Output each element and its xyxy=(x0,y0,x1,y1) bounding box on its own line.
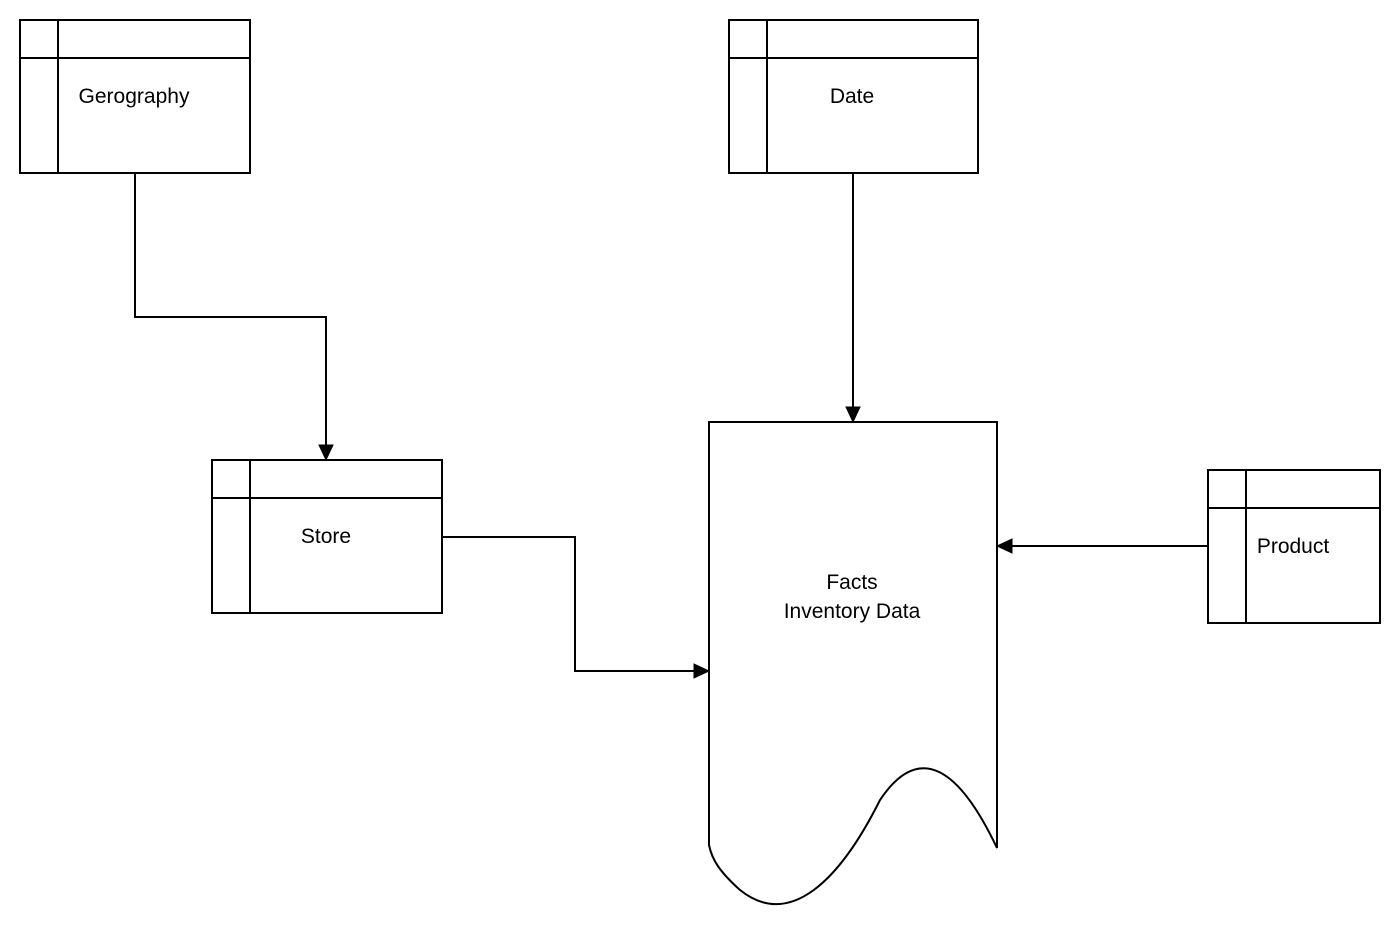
geography-table[interactable]: Gerography xyxy=(19,19,251,174)
store-table[interactable]: Store xyxy=(211,459,443,614)
arrowhead-facts-top xyxy=(845,406,861,424)
geography-table-label: Gerography xyxy=(79,85,190,108)
date-table-label: Date xyxy=(830,85,874,108)
arrowhead-facts-right xyxy=(995,538,1013,554)
arrowhead-store xyxy=(318,444,334,462)
facts-subtitle-label: Inventory Data xyxy=(784,600,921,623)
edge-store-to-facts xyxy=(442,536,711,679)
product-table[interactable]: Product xyxy=(1207,469,1381,624)
edge-product-to-facts xyxy=(995,538,1208,554)
edge-geography-to-store xyxy=(134,173,334,462)
edge-date-to-facts xyxy=(845,173,861,424)
store-table-label: Store xyxy=(301,525,351,548)
date-table[interactable]: Date xyxy=(728,19,979,174)
facts-title-label: Facts xyxy=(826,571,877,594)
arrowhead-facts-left xyxy=(693,663,711,679)
product-table-label: Product xyxy=(1257,535,1330,558)
facts-inventory-document[interactable]: Facts Inventory Data xyxy=(708,421,998,905)
